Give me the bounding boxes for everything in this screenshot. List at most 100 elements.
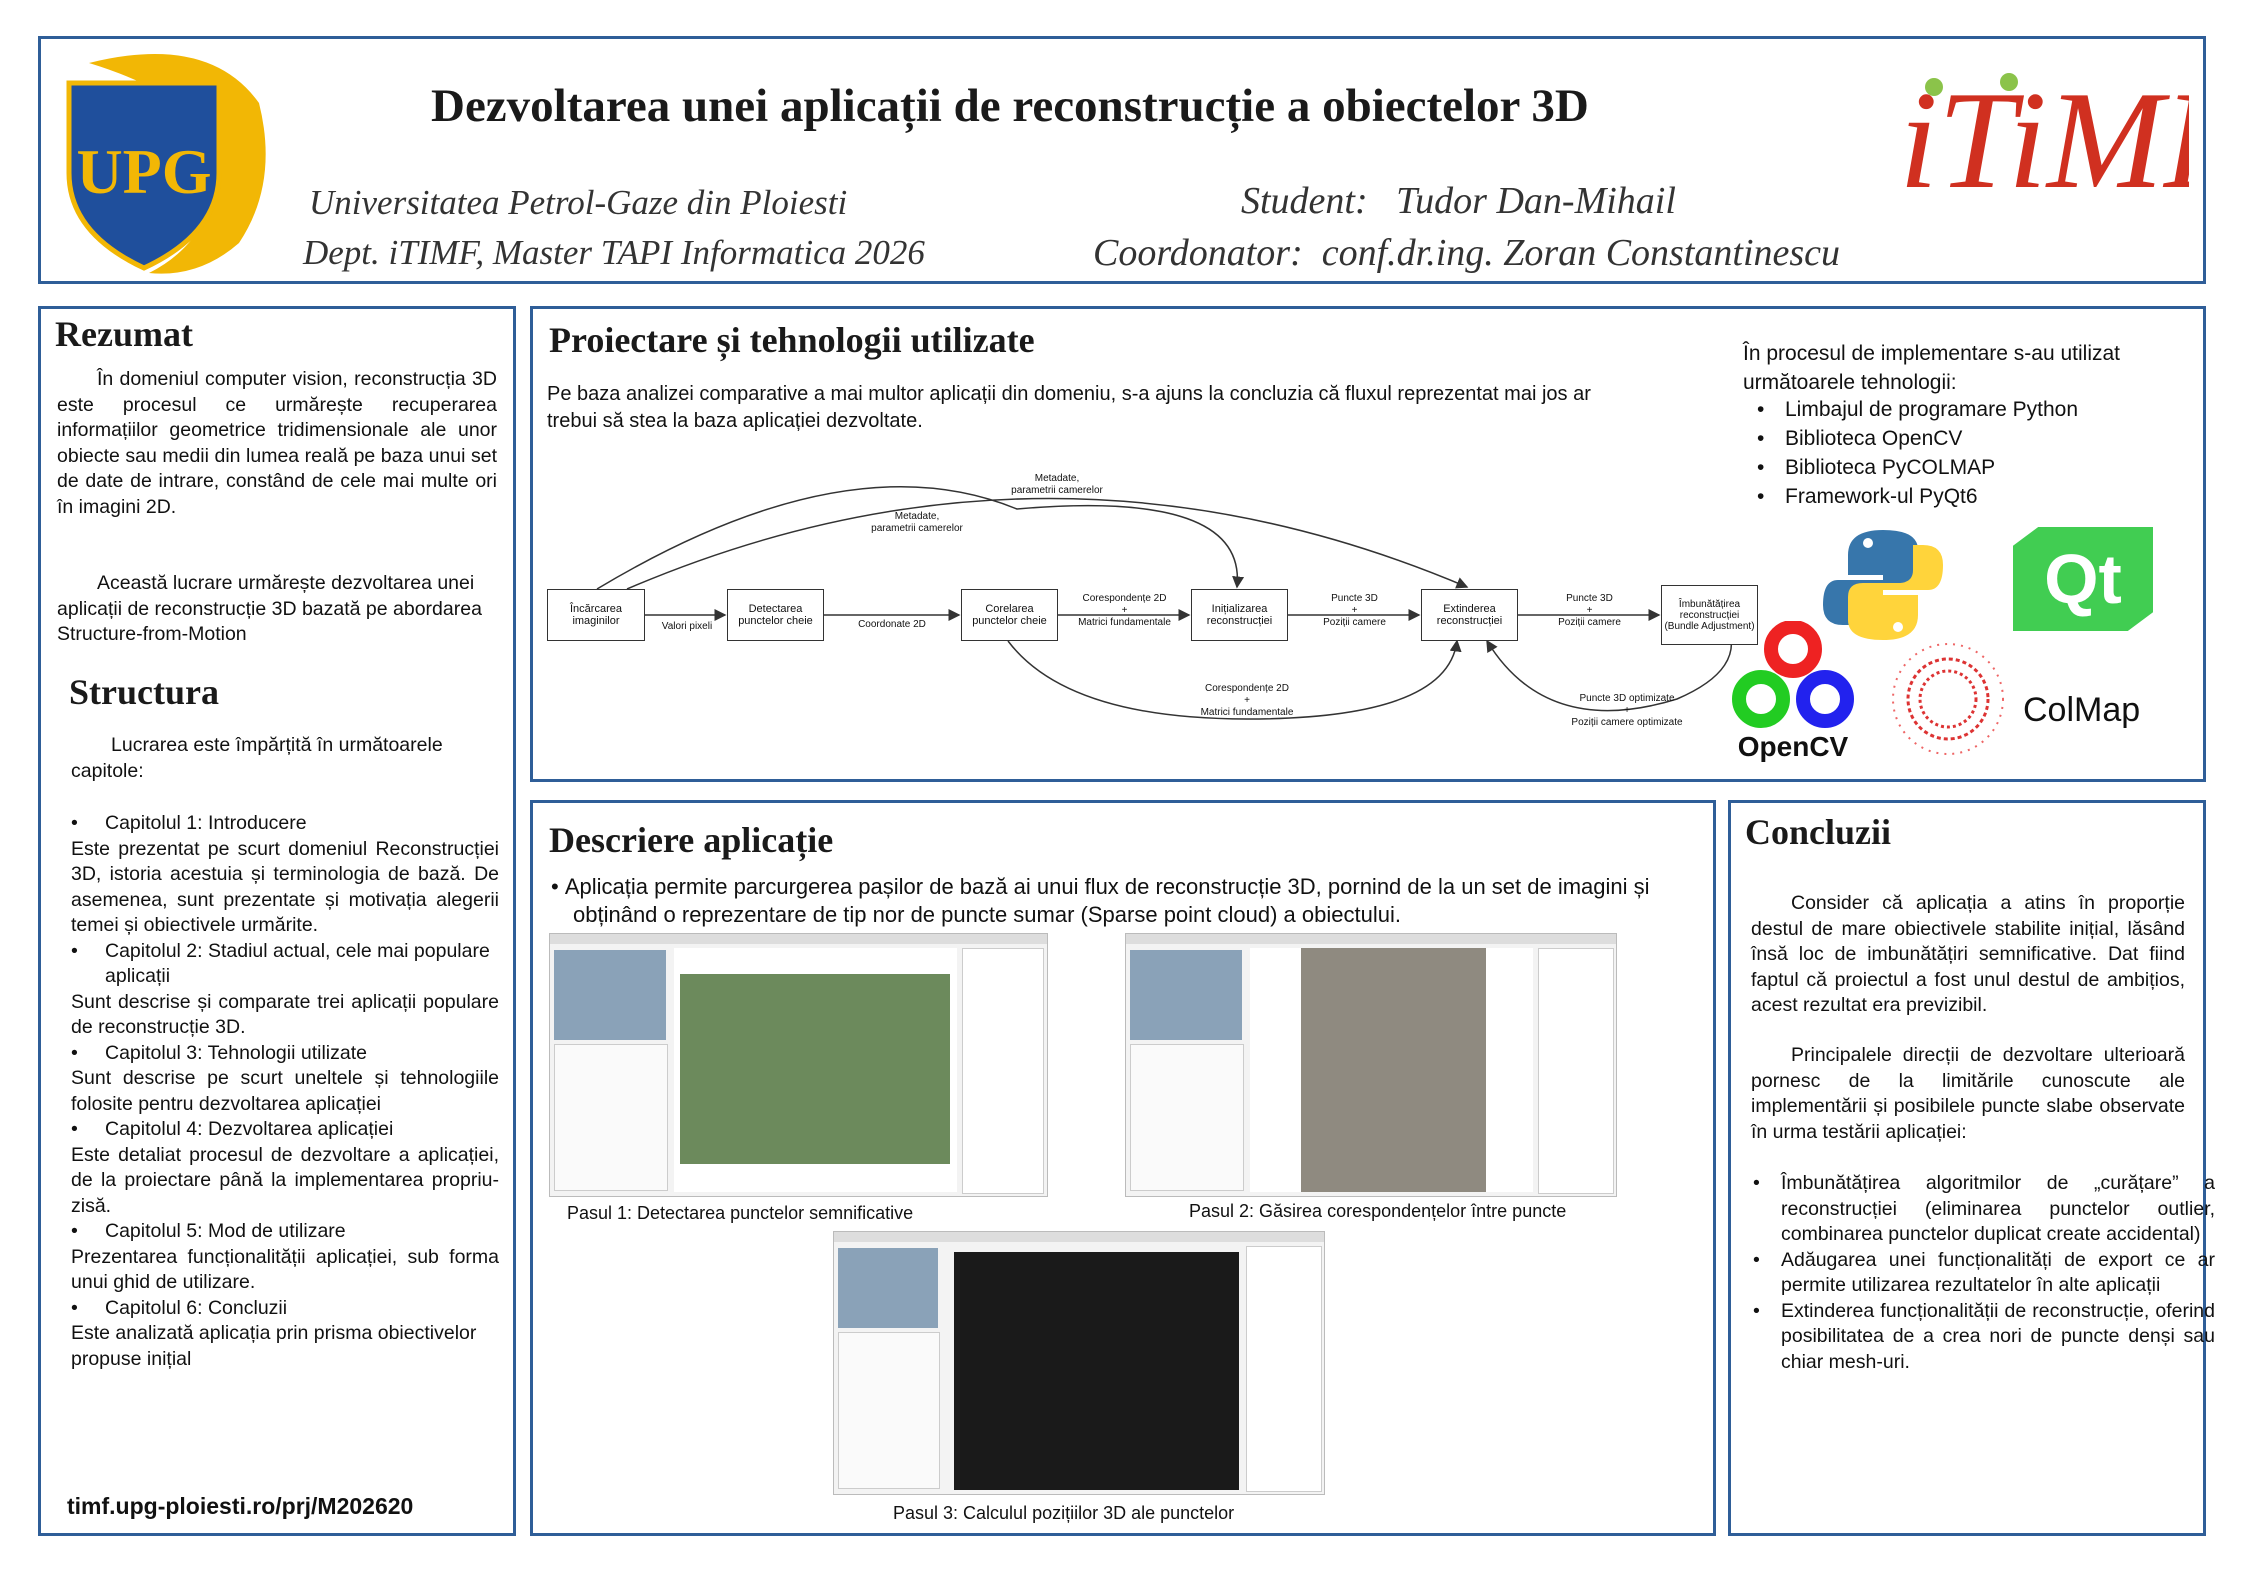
edge-label-line: Poziții camere <box>1558 617 1621 628</box>
edge-label-line: Corespondențe 2D <box>1205 683 1289 694</box>
coordinator-name: conf.dr.ing. Zoran Constantinescu <box>1321 232 1841 274</box>
chapter-name: Capitolul 5: Mod de utilizare <box>105 1220 346 1242</box>
edge-label-line: + <box>1624 705 1630 716</box>
screenshot-step-2 <box>1125 933 1617 1197</box>
screenshot-step-3 <box>833 1231 1325 1495</box>
structura-title: Structura <box>69 672 219 712</box>
chapter-desc: Este analizată aplicația prin prisma obi… <box>71 1322 477 1370</box>
chapter-item: •Capitolul 3: Tehnologii utilizate <box>71 1041 367 1064</box>
flow-node-extend: Extinderea reconstrucției <box>1421 589 1518 641</box>
edge-label-line: parametrii camerelor <box>871 523 963 534</box>
descriere-title: Descriere aplicație <box>549 820 834 860</box>
concluzii-item: Adăugarea unei funcționalități de export… <box>1753 1248 2215 1299</box>
upg-logo: UPG <box>66 54 266 274</box>
edge-label-line: Puncte 3D optimizate <box>1579 693 1675 704</box>
university-name: Universitatea Petrol-Gaze din Ploiesti <box>309 183 848 222</box>
flow-node-load: Încărcarea imaginilor <box>547 589 645 641</box>
caption-step-1: Pasul 1: Detectarea punctelor semnificat… <box>567 1203 914 1223</box>
edge-label-line: + <box>1244 695 1250 706</box>
colmap-sphere-logo <box>1892 643 2004 755</box>
rezumat-title: Rezumat <box>55 314 193 354</box>
student-label: Student: <box>1241 180 1368 222</box>
concluzii-paragraph-2: Principalele direcții de dezvoltare ulte… <box>1751 1044 2185 1143</box>
rezumat-paragraph-2: Această lucrare urmărește dezvoltarea un… <box>57 572 482 645</box>
chapter-desc: Sunt descrise și comparate trei aplicați… <box>71 990 499 1039</box>
chapter-item: •Capitolul 6: Concluzii <box>71 1296 288 1319</box>
opencv-logo <box>1732 621 1854 728</box>
proiectare-title: Proiectare și tehnologii utilizate <box>549 320 1035 360</box>
concluzii-paragraph-1: Consider că aplicația a atins în proporț… <box>1751 892 2185 1016</box>
edge-label-line: parametrii camerelor <box>1011 485 1103 496</box>
coordinator-line: Coordonator: conf.dr.ing. Zoran Constant… <box>1093 231 1840 275</box>
flow-node-detect: Detectarea punctelor cheie <box>727 589 824 641</box>
concluzii-box: Concluzii Consider că aplicația a atins … <box>1728 800 2215 1536</box>
chapter-desc: Prezentarea funcționalității aplicației,… <box>71 1245 499 1294</box>
logo-letters: UPG <box>76 136 211 207</box>
chapter-name: Capitolul 3: Tehnologii utilizate <box>105 1041 367 1064</box>
itimf-logo-text: iTiMF <box>1899 63 2189 217</box>
edge-label-corr: Corespondențe 2D + Matrici fundamentale <box>1062 593 1187 629</box>
chapter-item: •Capitolul 1: Introducere <box>71 812 307 834</box>
project-url[interactable]: timf.upg-ploiesti.ro/prj/M202620 <box>67 1493 414 1519</box>
edge-label-line: Puncte 3D <box>1331 593 1378 604</box>
edge-label-optimized: Puncte 3D optimizate + Poziții camere op… <box>1547 693 1707 729</box>
header-box: UPG Dezvoltarea unei aplicații de recons… <box>38 36 2206 284</box>
opencv-label: OpenCV <box>1737 731 1849 762</box>
structura-intro: Lucrarea este împărțită în următoarele c… <box>71 734 443 782</box>
flow-node-ba: Îmbunătățirea reconstrucției (Bundle Adj… <box>1661 585 1758 645</box>
edge-label-line: Metadate, <box>1034 473 1080 484</box>
chapter-desc: Sunt descrise pe scurt uneltele și tehno… <box>71 1067 499 1115</box>
chapter-item: •Capitolul 5: Mod de utilizare <box>71 1220 346 1242</box>
chapter-name: Capitolul 1: Introducere <box>105 812 307 834</box>
concluzii-title: Concluzii <box>1745 812 1892 852</box>
chapter-name: Capitolul 6: Concluzii <box>105 1296 288 1319</box>
edge-label-line: Corespondențe 2D <box>1082 593 1167 604</box>
qt-logo: Qt <box>2013 527 2153 631</box>
edge-label-line: Matrici fundamentale <box>1078 617 1171 628</box>
edge-label-points-2: Puncte 3D + Poziții camere <box>1527 593 1652 629</box>
coordinator-label: Coordonator: <box>1093 232 1303 274</box>
tech-list: Limbajul de programare Python Biblioteca… <box>1753 395 2205 511</box>
left-column-box: Rezumat În domeniul computer vision, rec… <box>38 306 516 1536</box>
concluzii-item: Îmbunătățirea algoritmilor de „curățare”… <box>1753 1171 2215 1248</box>
concluzii-item: Extinderea funcționalității de reconstru… <box>1753 1299 2215 1376</box>
descriere-bullet: • Aplicația permite parcurgerea pașilor … <box>551 874 1650 927</box>
flow-node-init: Inițializarea reconstrucției <box>1191 589 1288 641</box>
tech-intro: În procesul de implementare s-au utiliza… <box>1743 342 2121 394</box>
tech-item: Limbajul de programare Python <box>1757 395 2205 424</box>
student-line: Student: Tudor Dan-Mihail <box>1241 179 1676 223</box>
edge-label-line: Metadate, <box>894 511 940 522</box>
chapter-desc: Este prezentat pe scurt domeniul Reconst… <box>71 837 499 937</box>
chapter-desc: Este detaliat procesul de dezvoltare a a… <box>71 1143 499 1217</box>
edge-label-line: Poziții camere <box>1323 617 1386 628</box>
tech-item: Biblioteca OpenCV <box>1757 424 2205 453</box>
edge-label-pixels: Valori pixeli <box>661 621 713 632</box>
edge-label-line: Puncte 3D <box>1566 593 1613 604</box>
chapter-item: •Capitolul 4: Dezvoltarea aplicației <box>71 1118 394 1140</box>
chapter-item: •Capitolul 2: Stadiul actual, cele mai p… <box>71 939 490 988</box>
edge-label-line: + <box>1121 605 1128 616</box>
student-name: Tudor Dan-Mihail <box>1396 180 1676 222</box>
descriere-bullet-text: Aplicația permite parcurgerea pașilor de… <box>564 874 1650 927</box>
qt-logo-text: Qt <box>2044 540 2122 618</box>
edge-label-meta-top: Metadate, parametrii camerelor <box>987 473 1127 497</box>
itimf-logo: iTiMF <box>1899 63 2189 217</box>
tech-item: Biblioteca PyCOLMAP <box>1757 453 2205 482</box>
edge-label-coords: Coordonate 2D <box>858 619 926 630</box>
tech-item: Framework-ul PyQt6 <box>1757 482 2205 511</box>
chapter-name: Capitolul 2: Stadiul actual, cele mai po… <box>105 939 490 988</box>
edge-label-points: Puncte 3D + Poziții camere <box>1292 593 1417 629</box>
caption-step-3: Pasul 3: Calculul pozițiilor 3D ale punc… <box>893 1503 1235 1523</box>
python-logo <box>1823 530 1943 640</box>
caption-step-2: Pasul 2: Găsirea corespondențelor între … <box>1189 1201 1567 1221</box>
edge-label-line: + <box>1351 605 1358 616</box>
chapter-name: Capitolul 4: Dezvoltarea aplicației <box>105 1118 394 1140</box>
proiectare-intro: Pe baza analizei comparative a mai multo… <box>547 383 1591 432</box>
chapter-list: •Capitolul 1: Introducere Este prezentat… <box>71 811 499 1372</box>
rezumat-paragraph-1: În domeniul computer vision, reconstrucț… <box>57 368 497 518</box>
edge-label-line: Matrici fundamentale <box>1200 707 1294 718</box>
descriere-box: Descriere aplicație • Aplicația permite … <box>530 800 1716 1536</box>
poster-title: Dezvoltarea unei aplicații de reconstruc… <box>431 80 1589 132</box>
proiectare-box: Proiectare și tehnologii utilizate Pe ba… <box>530 306 2206 782</box>
screenshot-step-1 <box>549 933 1048 1197</box>
